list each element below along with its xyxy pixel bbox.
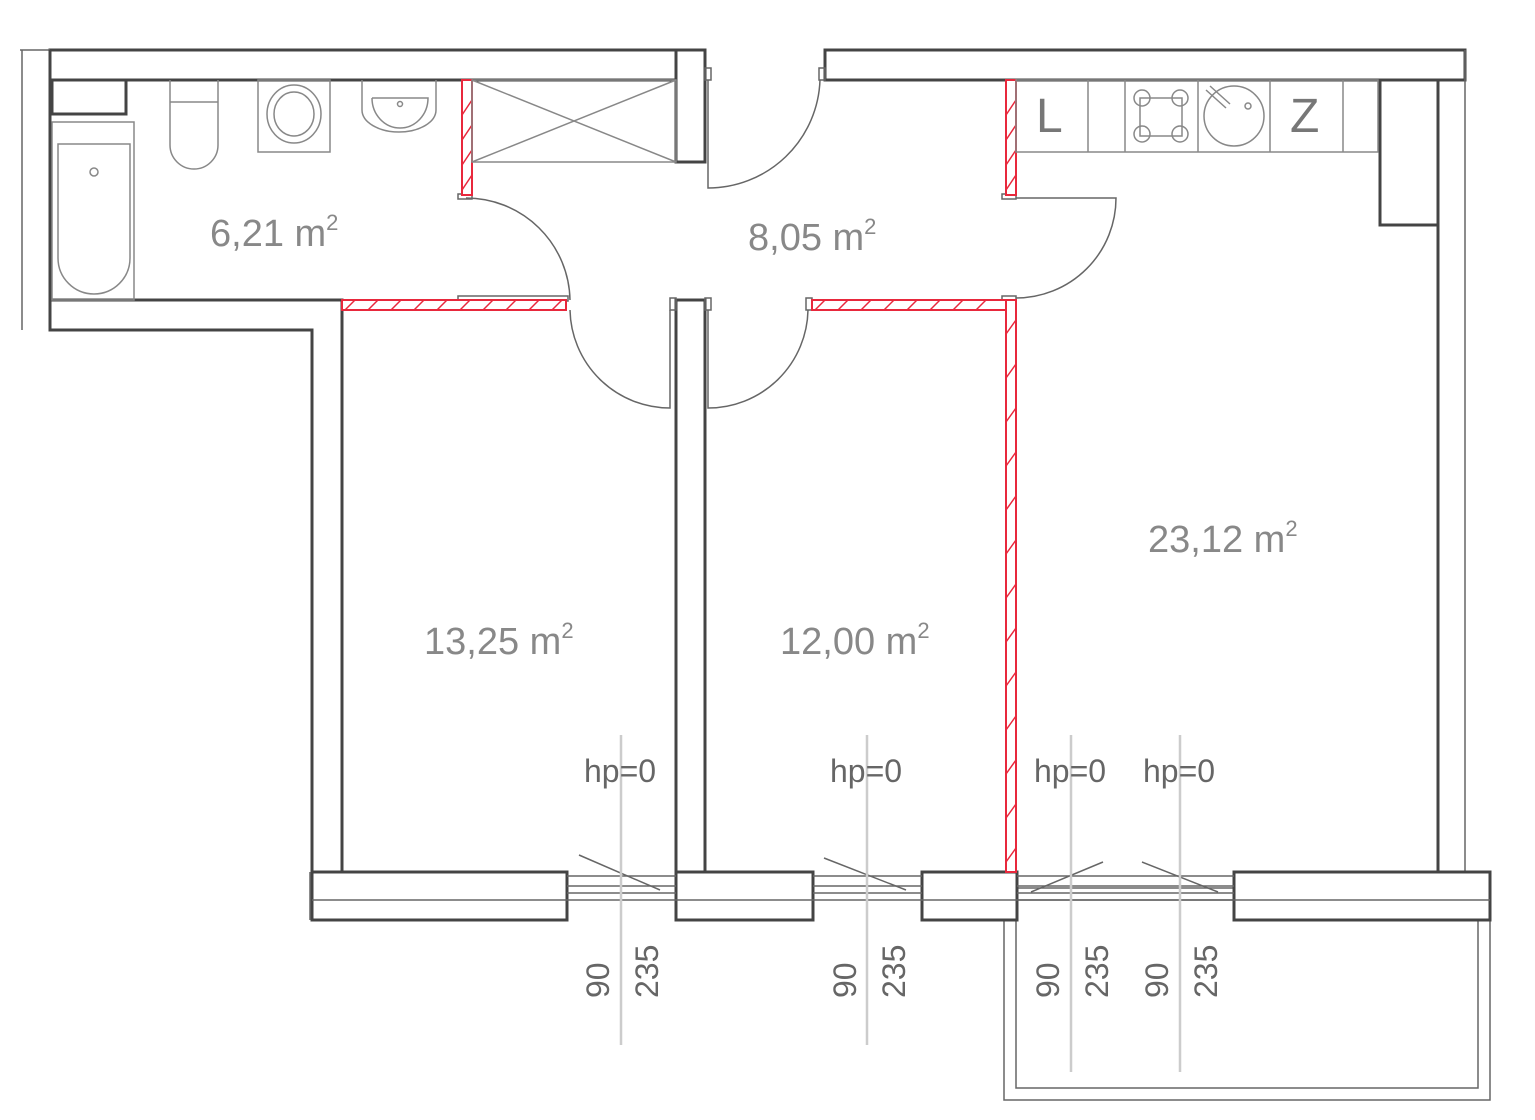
bedroom-2-door (707, 309, 809, 409)
window-height-label: 235 (629, 945, 665, 998)
walls (20, 48, 1492, 922)
area-label-living: 23,12 m2 (1148, 516, 1298, 561)
area-label-bedroom-2: 12,00 m2 (780, 618, 930, 663)
wall-hatch-line (1005, 583, 1017, 599)
cooktop-icon (1133, 89, 1189, 143)
window-sill-label: 90 (827, 962, 863, 998)
wall-hatch-line (1005, 715, 1017, 731)
wall-hatch-line (1005, 671, 1017, 687)
new-walls (341, 79, 1017, 873)
wall-hatch-line (1005, 847, 1017, 863)
wall-hatch-line (1005, 319, 1017, 335)
dimension-lines (619, 735, 1182, 1072)
window-height-label: 235 (1079, 945, 1115, 998)
kitchen-label-left: L (1036, 90, 1063, 143)
washing-machine-icon (257, 79, 331, 153)
wall-hatch-line (1005, 627, 1017, 643)
toilet-icon (169, 80, 219, 170)
wall-hatch-line (1005, 495, 1017, 511)
window-sill-label: 90 (1030, 962, 1066, 998)
bathroom-fixtures (51, 79, 677, 301)
bathroom-door (465, 197, 571, 301)
living-door (1015, 197, 1117, 299)
window-hp-label: hp=0 (1034, 753, 1106, 789)
wall-hatch-line (1005, 759, 1017, 775)
wall-hatch-line (1005, 451, 1017, 467)
entrance-door (707, 79, 821, 189)
wall-hatch-line (1005, 407, 1017, 423)
kitchen-counter: L Z (1015, 79, 1379, 153)
window-sill-label: 90 (580, 962, 616, 998)
area-label-bathroom: 6,21 m2 (210, 210, 338, 255)
window-hp-label: hp=0 (1143, 753, 1215, 789)
wall-hatch-line (1005, 363, 1017, 379)
kitchen-label-right: Z (1290, 90, 1319, 143)
window-height-label: 235 (1188, 945, 1224, 998)
doors (465, 79, 1117, 409)
window-sill-label: 90 (1139, 962, 1175, 998)
kitchen-sink-icon (1203, 85, 1265, 147)
wall-hatch-line (1005, 539, 1017, 555)
wall-hatch-line (1005, 803, 1017, 819)
area-label-bedroom-1: 13,25 m2 (424, 618, 574, 663)
window-height-label: 235 (876, 945, 912, 998)
sink-icon (361, 80, 437, 133)
wardrobe-icon (471, 79, 677, 163)
area-label-hall: 8,05 m2 (748, 214, 876, 259)
window-hp-label: hp=0 (830, 753, 902, 789)
bedroom-1-door (569, 309, 671, 409)
bathtub-icon (57, 143, 131, 295)
window-hp-label: hp=0 (584, 753, 656, 789)
